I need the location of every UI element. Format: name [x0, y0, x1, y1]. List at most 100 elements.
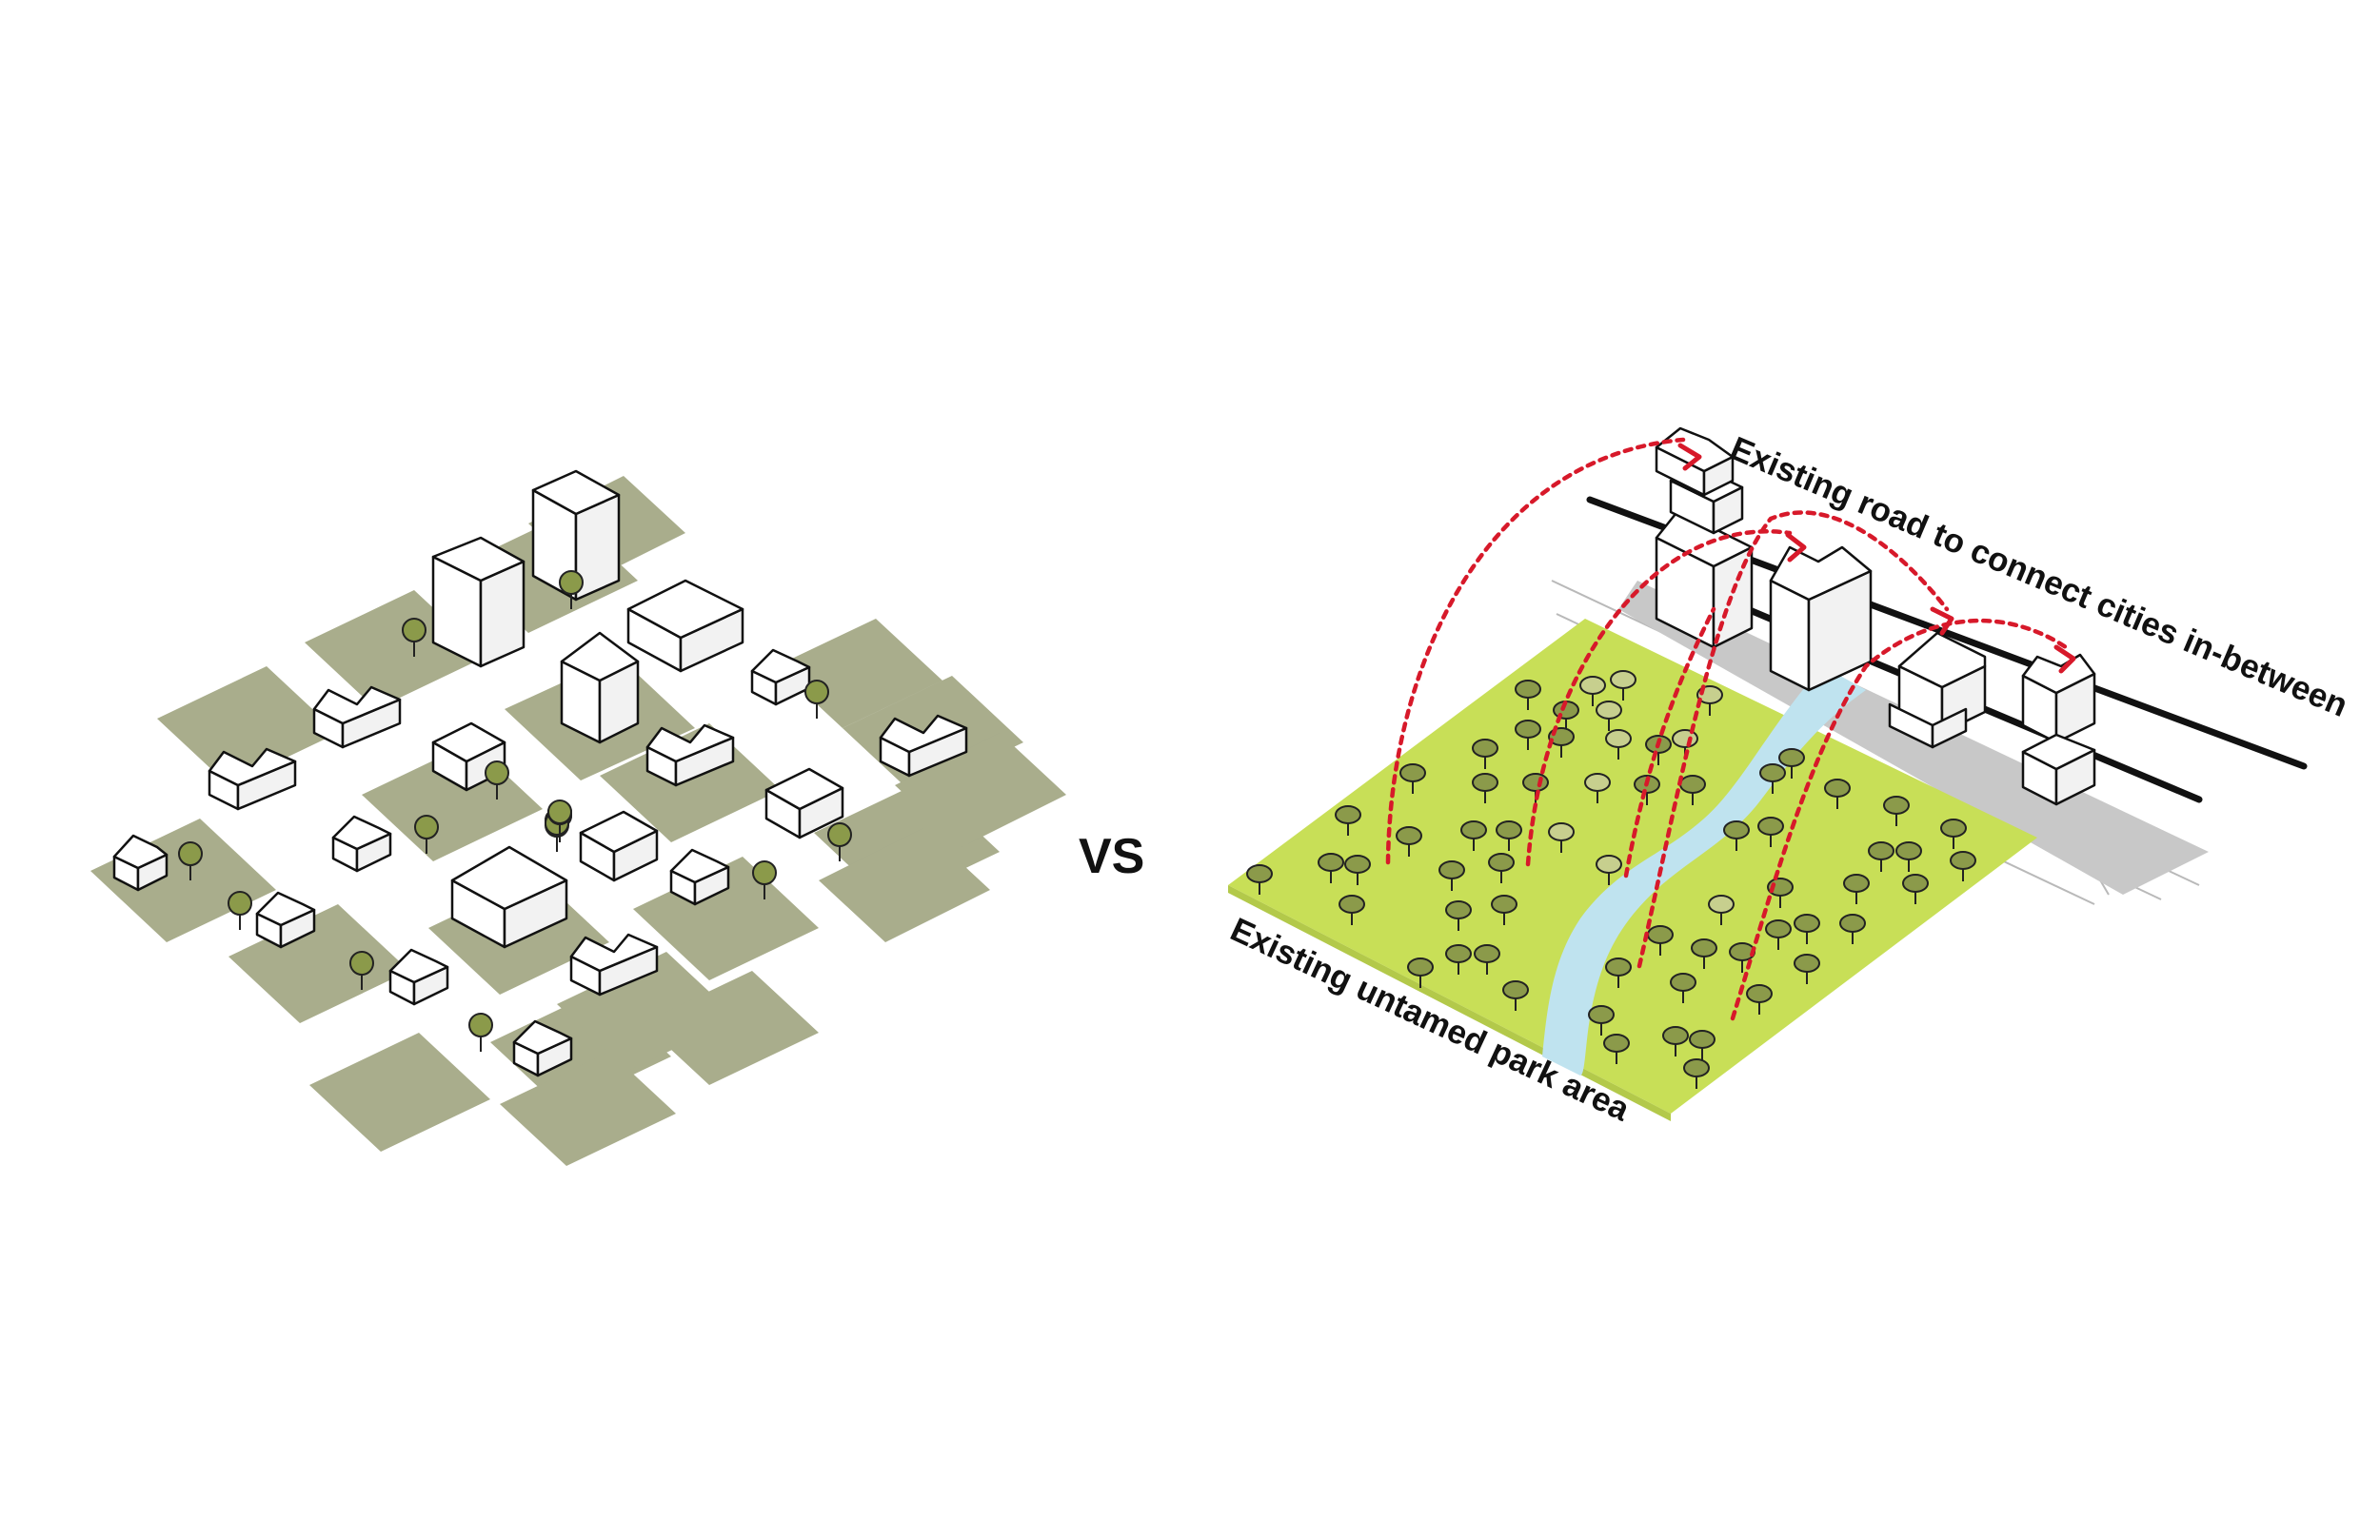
park-tree — [1843, 874, 1870, 904]
house — [512, 1019, 573, 1077]
building-large-flat — [450, 845, 568, 949]
block — [819, 828, 990, 942]
park-tree — [1584, 773, 1611, 803]
park-tree — [1839, 914, 1866, 944]
park-tree — [1670, 973, 1696, 1003]
park-tree — [1765, 919, 1792, 950]
suburban-grid — [90, 469, 1066, 1166]
park-tree — [1940, 819, 1967, 849]
park-tree — [1950, 851, 1976, 881]
tree — [804, 680, 829, 719]
park-tree — [1824, 779, 1851, 809]
park-tree — [1691, 938, 1717, 969]
park-tree — [1683, 1058, 1710, 1089]
building-box-left — [431, 721, 506, 792]
park-tree — [1605, 729, 1632, 760]
block — [643, 971, 819, 1085]
park-tree — [1603, 1034, 1630, 1064]
park-tree — [1883, 796, 1910, 826]
park-tree — [1491, 895, 1517, 925]
park-tree — [1407, 958, 1434, 988]
park-tree — [1902, 874, 1929, 904]
park-tree — [1339, 895, 1365, 925]
mid-building-4 — [2021, 653, 2096, 806]
park-tree — [1746, 984, 1773, 1015]
house — [388, 948, 449, 1006]
park-tree — [1759, 763, 1786, 794]
park-tree — [1445, 900, 1472, 931]
park-tree — [1488, 853, 1515, 883]
house — [879, 714, 968, 778]
house — [331, 815, 392, 873]
tree — [485, 760, 509, 800]
block — [557, 952, 738, 1071]
tree — [752, 860, 777, 899]
park-tree — [1246, 864, 1273, 895]
house — [112, 834, 169, 892]
park-scheme: Existing road to connect cities in-betwe… — [1225, 426, 2353, 1129]
street-trees — [178, 570, 852, 1052]
block — [228, 904, 409, 1023]
building-box-mid — [579, 810, 659, 882]
park-tree — [1396, 826, 1422, 857]
park-tree — [1502, 980, 1529, 1011]
house — [569, 933, 659, 997]
house — [312, 685, 402, 749]
tower-building-2 — [1769, 545, 1873, 692]
park-tree — [1708, 895, 1735, 925]
house — [255, 891, 316, 949]
park-tree — [1610, 670, 1636, 701]
houses — [112, 648, 968, 1077]
park-tree — [1474, 944, 1500, 975]
mid-building-3 — [1888, 631, 1987, 749]
block — [600, 723, 781, 842]
park-tree — [1515, 720, 1541, 750]
flow-arc-3 — [1636, 510, 1950, 969]
park-tree — [1318, 853, 1344, 883]
park-ground — [1228, 619, 2037, 1114]
connection-flows — [1385, 437, 2076, 1021]
park-tree — [1757, 817, 1784, 847]
tree — [547, 800, 572, 839]
park-tree — [1605, 958, 1632, 988]
block — [895, 733, 1066, 847]
park-tree — [1778, 748, 1805, 779]
building-tall-block — [431, 536, 526, 668]
building-mid-tower — [560, 631, 640, 744]
house — [669, 848, 730, 906]
tree — [349, 951, 374, 990]
flow-arc-2 — [1525, 529, 1793, 867]
park-tree — [1344, 855, 1371, 885]
road-buildings — [1655, 426, 2096, 806]
tree — [468, 1013, 493, 1052]
flow-arrow-4 — [2053, 644, 2076, 674]
park-tree — [1445, 944, 1472, 975]
flow-arrow-1 — [1677, 443, 1702, 471]
park-tree — [1472, 773, 1498, 803]
flow-arc-1 — [1385, 437, 1686, 865]
tree — [414, 815, 439, 854]
tree — [559, 570, 584, 609]
park-tree — [1689, 1030, 1716, 1060]
park-tree — [1723, 820, 1750, 851]
house — [750, 648, 811, 706]
flow-arrow-2 — [1785, 532, 1807, 563]
tree — [228, 891, 252, 930]
block — [309, 1033, 490, 1152]
park-tree — [1515, 680, 1541, 710]
park-tree — [1548, 822, 1575, 853]
park-tree — [1662, 1026, 1689, 1056]
tree — [402, 618, 426, 657]
park-tree — [1472, 739, 1498, 769]
house — [208, 747, 297, 811]
block — [500, 1052, 676, 1166]
tree — [178, 841, 203, 880]
house — [645, 723, 735, 787]
park-tree — [1399, 763, 1426, 794]
park-tree — [1895, 841, 1922, 872]
flow-arc-4 — [1730, 618, 2069, 1021]
park-tree — [1579, 676, 1606, 706]
river — [1542, 666, 1866, 1076]
